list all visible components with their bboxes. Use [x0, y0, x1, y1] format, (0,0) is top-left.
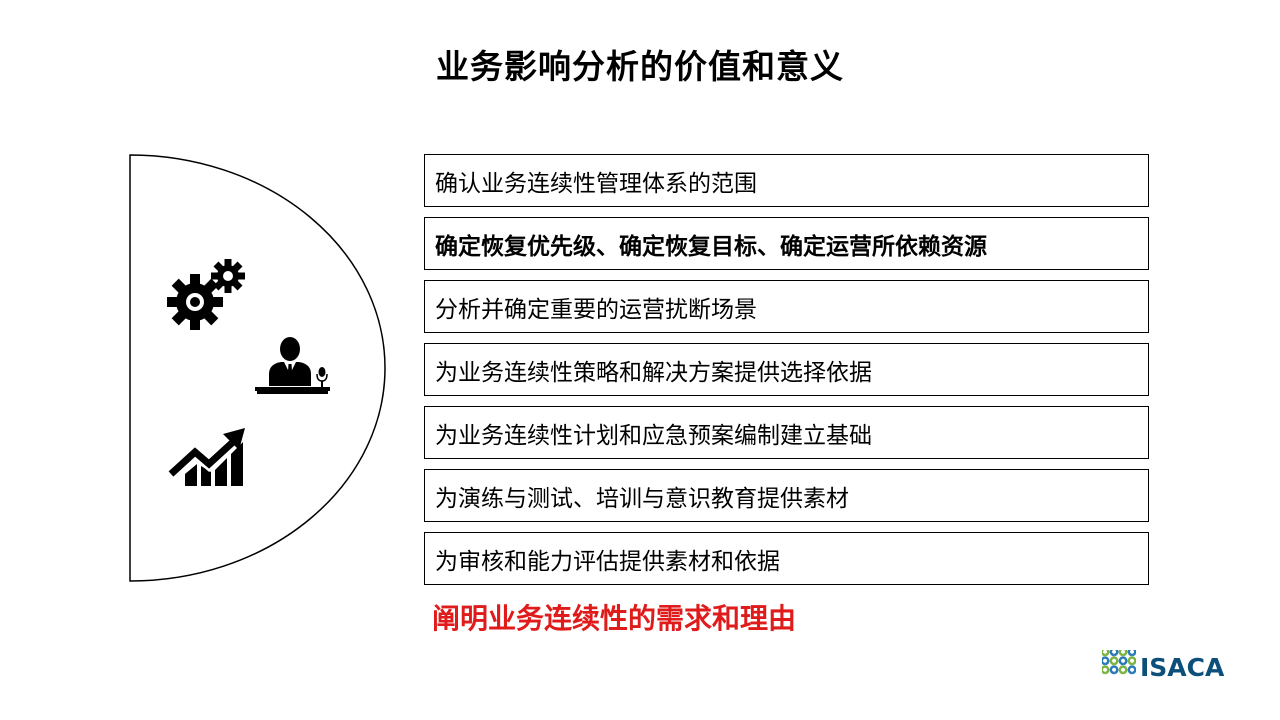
gears-icon — [167, 259, 245, 330]
list-item-label: 确认业务连续性管理体系的范围 — [435, 170, 757, 197]
list-item-label: 分析并确定重要的运营扰断场景 — [435, 296, 757, 323]
conclusion-text: 阐明业务连续性的需求和理由 — [432, 602, 797, 635]
isaca-logo: ISACA — [1102, 650, 1224, 684]
list-item-label: 确定恢复优先级、确定恢复目标、确定运营所依赖资源 — [435, 232, 987, 260]
items-list: 确认业务连续性管理体系的范围确定恢复优先级、确定恢复目标、确定运营所依赖资源分析… — [424, 154, 1149, 595]
list-item: 为业务连续性计划和应急预案编制建立基础 — [424, 406, 1149, 459]
isaca-logo-mark — [1102, 650, 1136, 675]
speaker-at-podium-icon — [255, 337, 330, 394]
list-item: 确定恢复优先级、确定恢复目标、确定运营所依赖资源 — [424, 217, 1149, 270]
list-item-label: 为审核和能力评估提供素材和依据 — [435, 548, 780, 575]
list-item-label: 为业务连续性策略和解决方案提供选择依据 — [435, 359, 872, 386]
growth-chart-icon — [167, 428, 245, 486]
list-item-label: 为业务连续性计划和应急预案编制建立基础 — [435, 422, 872, 449]
slide-title: 业务影响分析的价值和意义 — [436, 47, 844, 86]
isaca-logo-text: ISACA — [1140, 652, 1225, 682]
list-item: 为演练与测试、培训与意识教育提供素材 — [424, 469, 1149, 522]
list-item: 为审核和能力评估提供素材和依据 — [424, 532, 1149, 585]
list-item-label: 为演练与测试、培训与意识教育提供素材 — [435, 485, 849, 512]
list-item: 分析并确定重要的运营扰断场景 — [424, 280, 1149, 333]
list-item: 为业务连续性策略和解决方案提供选择依据 — [424, 343, 1149, 396]
list-item: 确认业务连续性管理体系的范围 — [424, 154, 1149, 207]
